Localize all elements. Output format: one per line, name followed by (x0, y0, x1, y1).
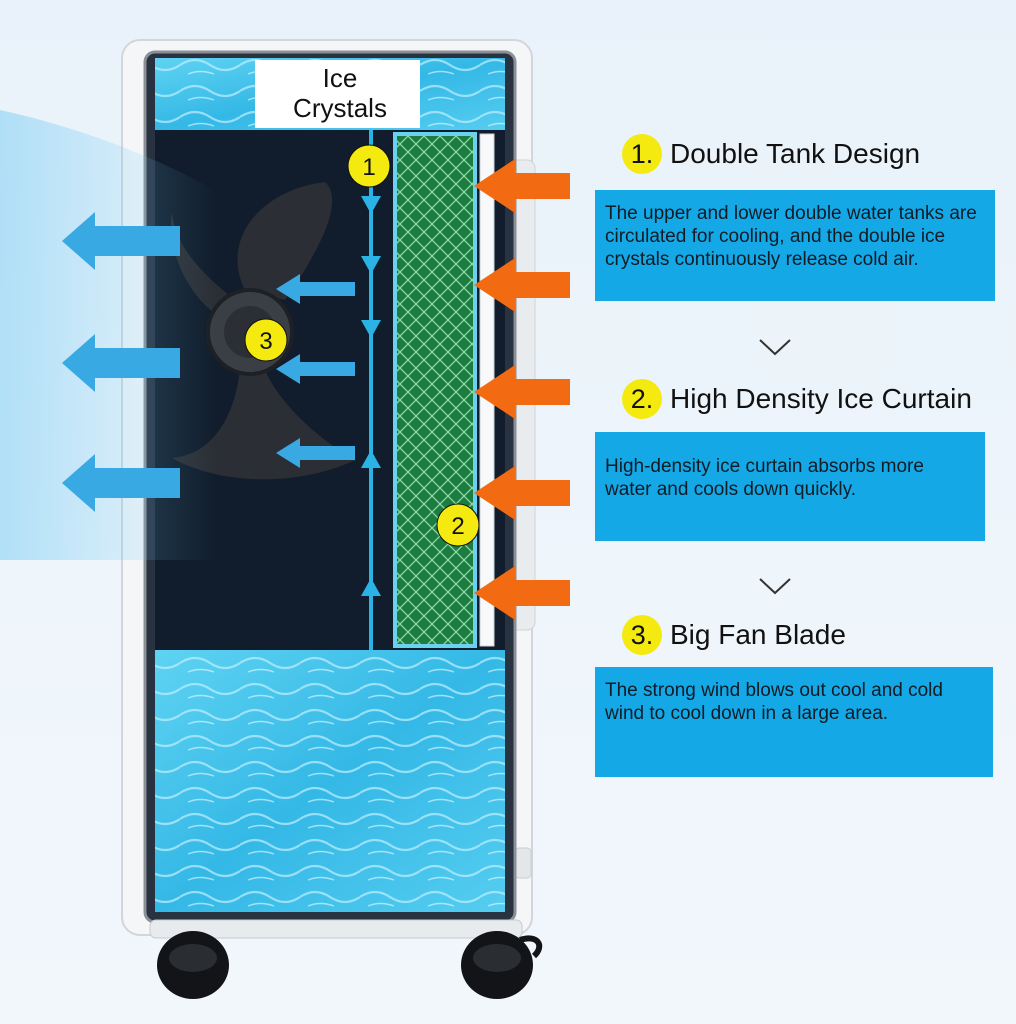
feature-2-description: High-density ice curtain absorbs more wa… (595, 432, 985, 541)
ice-crystals-label: Ice Crystals (255, 60, 420, 128)
marker-3: 3 (244, 318, 288, 362)
feature-3-title-text: Big Fan Blade (670, 619, 846, 650)
feature-2-number: 2. (622, 379, 662, 419)
inner-airflow-arrows (276, 274, 355, 468)
feature-1-description: The upper and lower double water tanks a… (595, 190, 995, 301)
water-flow-line (361, 130, 381, 650)
warm-air-inflow (474, 159, 570, 620)
svg-text:1: 1 (362, 154, 375, 181)
ice-crystals-label-line1: Ice (323, 63, 358, 93)
lower-water-tank (155, 650, 505, 912)
svg-text:3: 3 (259, 328, 272, 355)
chevron-down-icon (759, 339, 791, 356)
marker-2: 2 (436, 503, 480, 547)
feature-3-title: 3. Big Fan Blade (622, 615, 846, 655)
cooler-wheels (149, 919, 543, 999)
ice-crystals-label-line2: Crystals (293, 93, 387, 123)
cold-air-outflow (0, 110, 215, 560)
feature-1-title-text: Double Tank Design (670, 138, 921, 169)
ice-curtain (393, 132, 495, 648)
chevron-down-icon (759, 578, 791, 595)
feature-2-title-text: High Density Ice Curtain (670, 383, 972, 414)
feature-1-number: 1. (622, 134, 662, 174)
feature-2-title: 2. High Density Ice Curtain (622, 379, 972, 419)
feature-3-number: 3. (622, 615, 662, 655)
svg-text:2: 2 (451, 513, 464, 540)
feature-3-description: The strong wind blows out cool and cold … (595, 667, 993, 777)
marker-1: 1 (347, 144, 391, 188)
feature-1-title: 1. Double Tank Design (622, 134, 920, 174)
